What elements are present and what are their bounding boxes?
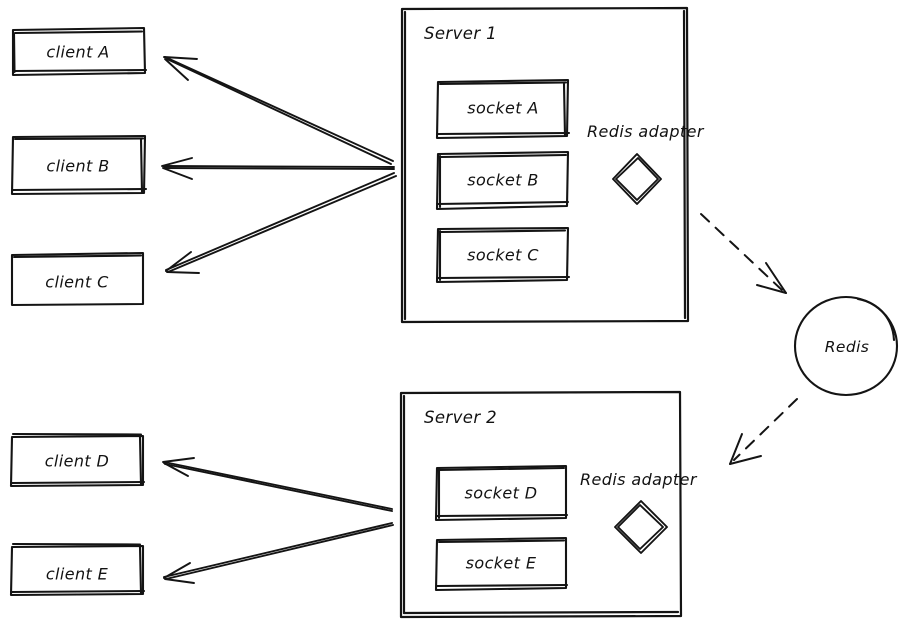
- server1-to-client-b-arrow: [161, 157, 395, 180]
- client-a-node[interactable]: [12, 29, 145, 75]
- socket-c-shape: [435, 226, 571, 284]
- client-c-shape: [10, 251, 145, 307]
- redis-node[interactable]: [795, 297, 897, 395]
- redis-shape: [793, 295, 899, 397]
- server2-to-client-e-arrow: [163, 522, 394, 584]
- socket-d-shape: [434, 464, 569, 522]
- redis-adapter-2-node[interactable]: [614, 500, 668, 554]
- redis-adapter-2-diamond: [614, 500, 668, 554]
- server1-to-client-c-arrow: [165, 172, 397, 274]
- client-b-shape: [10, 134, 148, 196]
- redis-to-adapter2-arrow: [729, 398, 798, 465]
- client-e-node[interactable]: [10, 545, 143, 595]
- server-2-shape: [399, 390, 683, 619]
- socket-e-node[interactable]: [436, 538, 566, 590]
- client-d-shape: [9, 432, 146, 488]
- server-1-shape: [400, 6, 690, 324]
- server1-to-client-a-arrow: [163, 56, 394, 165]
- socket-a-node[interactable]: [437, 80, 568, 138]
- socket-d-node[interactable]: [436, 466, 566, 520]
- client-c-node[interactable]: [11, 253, 143, 305]
- adapter1-to-redis-arrow: [700, 213, 787, 294]
- redis-adapter-1-diamond: [612, 153, 662, 205]
- socket-a-shape: [435, 78, 571, 140]
- redis-adapter-1-node[interactable]: [612, 153, 662, 205]
- client-b-node[interactable]: [11, 136, 145, 194]
- client-e-shape: [9, 542, 146, 597]
- client-a-shape: [11, 26, 148, 77]
- socket-e-shape: [434, 536, 569, 592]
- client-d-node[interactable]: [10, 436, 143, 487]
- socket-b-shape: [435, 150, 570, 211]
- socket-b-node[interactable]: [437, 152, 568, 209]
- server2-to-client-d-arrow: [162, 457, 393, 512]
- socket-c-node[interactable]: [437, 228, 568, 282]
